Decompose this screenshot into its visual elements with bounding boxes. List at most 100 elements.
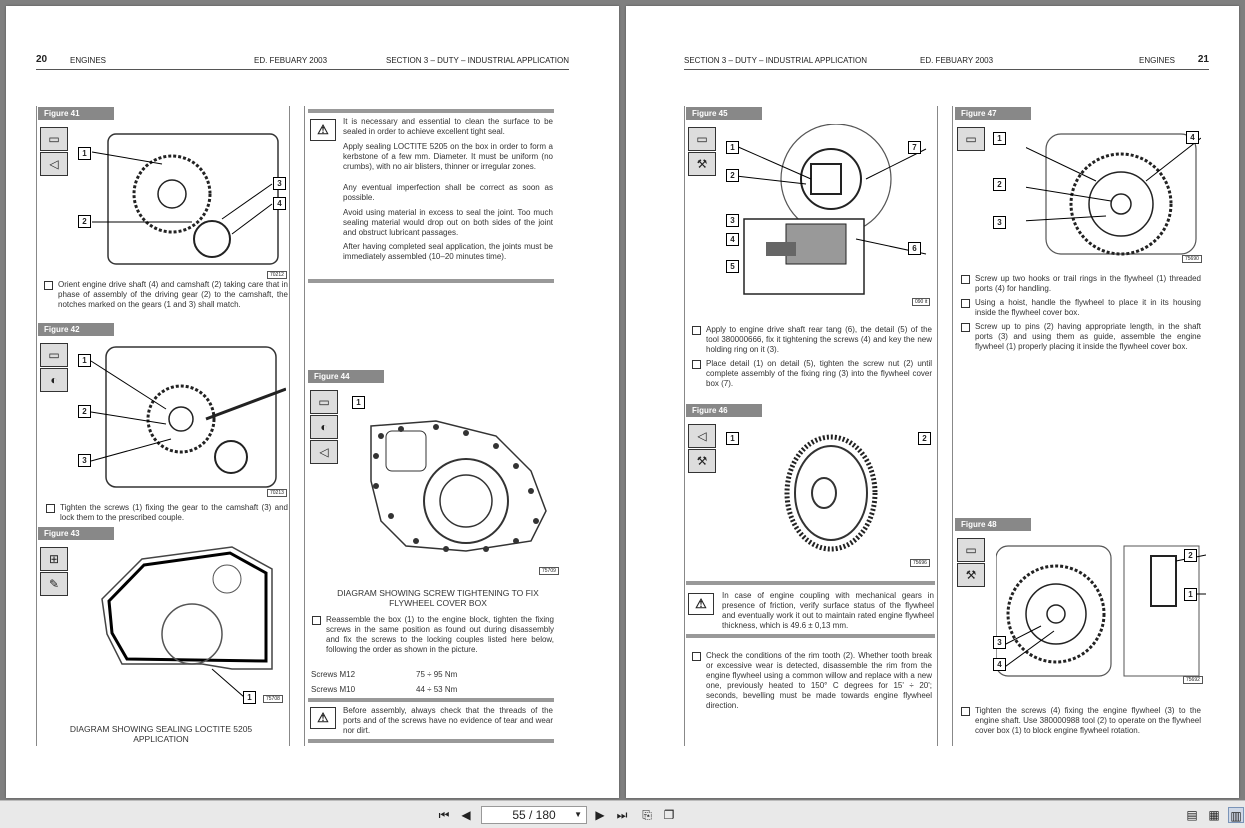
- warning-paragraph: Avoid using material in excess to seal t…: [343, 208, 553, 237]
- warning-icon: ⚠: [310, 707, 336, 729]
- header-edition: ED. FEBUARY 2003: [254, 56, 328, 65]
- figure-45-drawing: [735, 124, 927, 295]
- tool-icon: ⚒: [957, 563, 985, 587]
- callout-3: 3: [726, 214, 739, 227]
- figure-41-text: Orient engine drive shaft (4) and camsha…: [44, 280, 288, 309]
- continuous-icon[interactable]: ▦: [1208, 808, 1220, 822]
- callout-4: 4: [993, 658, 1006, 671]
- callout-2: 2: [1184, 549, 1197, 562]
- callout-1: 1: [78, 354, 91, 367]
- warning-paragraph: It is necessary and essential to clean t…: [343, 117, 553, 136]
- figure-47-text: Screw up two hooks or trail rings in the…: [961, 274, 1201, 293]
- warning-bar: [686, 581, 935, 585]
- callout-4: 4: [273, 197, 286, 210]
- prev-page-icon[interactable]: ◀: [461, 808, 471, 822]
- figure-48-label: Figure 48: [955, 518, 1031, 531]
- figure-45-text: Apply to engine drive shaft rear tang (6…: [692, 325, 932, 354]
- callout-1: 1: [78, 147, 91, 160]
- callout-2: 2: [78, 405, 91, 418]
- figure-47-label: Figure 47: [955, 107, 1031, 120]
- figure-47-drawing: [1026, 133, 1201, 256]
- column-rule: [684, 106, 685, 746]
- column-rule: [36, 106, 37, 746]
- figure-code: 75709: [539, 567, 559, 575]
- callout-3: 3: [993, 216, 1006, 229]
- chevron-down-icon: ▼: [574, 810, 582, 819]
- header-edition: ED. FEBUARY 2003: [920, 56, 994, 65]
- callout-2: 2: [918, 432, 931, 445]
- left-page: 20 ENGINES ED. FEBUARY 2003 SECTION 3 – …: [6, 6, 619, 798]
- figure-44-text: Reassemble the box (1) to the engine blo…: [312, 615, 554, 654]
- figure-code: 75708: [263, 695, 283, 703]
- figure-code: 70212: [267, 271, 287, 279]
- warning-bar: [308, 109, 554, 113]
- disassemble-icon: ▭: [310, 390, 338, 414]
- header-section: SECTION 3 – DUTY – INDUSTRIAL APPLICATIO…: [684, 56, 868, 65]
- disassemble-icon: ▭: [957, 538, 985, 562]
- right-page: SECTION 3 – DUTY – INDUSTRIAL APPLICATIO…: [626, 6, 1239, 798]
- warning-icon: ⚠: [310, 119, 336, 141]
- callout-3: 3: [993, 636, 1006, 649]
- torque-icon: ◐: [310, 415, 338, 439]
- warning-bar: [308, 739, 554, 743]
- figure-48-text: Tighten the screws (4) fixing the engine…: [961, 706, 1201, 735]
- column-rule: [937, 106, 938, 746]
- page-header: 20 ENGINES ED. FEBUARY 2003 SECTION 3 – …: [36, 50, 569, 70]
- warning-paragraph: Any eventual imperfection shall be corre…: [343, 183, 553, 202]
- warning-text: Before assembly, always check that the t…: [343, 706, 553, 735]
- callout-1: 1: [726, 432, 739, 445]
- apply-icon: ✎: [40, 572, 68, 596]
- figure-code: 75696: [910, 559, 930, 567]
- callout-6: 6: [908, 242, 921, 255]
- figure-code: 090 it: [912, 298, 931, 306]
- figure-46-drawing: [784, 434, 878, 552]
- warning-paragraph: Apply sealing LOCTITE 5205 on the box in…: [343, 142, 553, 171]
- figure-44-label: Figure 44: [308, 370, 384, 383]
- callout-1: 1: [726, 141, 739, 154]
- warning-icon: ⚠: [688, 593, 714, 615]
- callout-2: 2: [993, 178, 1006, 191]
- two-page-icon[interactable]: ▥: [1228, 807, 1244, 823]
- torque-spec-value: 44 ÷ 53 Nm: [416, 685, 458, 694]
- header-section-right: ENGINES: [1138, 56, 1175, 65]
- last-page-icon[interactable]: ⏭: [616, 808, 628, 822]
- warning-bar: [308, 698, 554, 702]
- rim-tooth-text: Check the conditions of the rim tooth (2…: [692, 651, 932, 710]
- column-rule: [289, 106, 290, 746]
- figure-42-text: Tighten the screws (1) fixing the gear t…: [46, 503, 288, 522]
- callout-4: 4: [726, 233, 739, 246]
- torque-icon: ◐: [40, 368, 68, 392]
- figure-42-label: Figure 42: [38, 323, 114, 336]
- torque-spec-name: Screws M12: [311, 670, 356, 679]
- page-number: 20: [36, 54, 48, 65]
- callout-1: 1: [993, 132, 1006, 145]
- figure-41-drawing: [91, 133, 279, 265]
- fit-icon[interactable]: ❐: [663, 808, 675, 822]
- figure-42-drawing: [90, 346, 286, 488]
- align-icon: ◁: [688, 424, 716, 448]
- single-page-icon[interactable]: ▤: [1186, 808, 1198, 822]
- rotate-icon[interactable]: ⎘: [642, 808, 652, 822]
- callout-1: 1: [1184, 588, 1197, 601]
- figure-code: 75690: [1182, 255, 1202, 263]
- disassemble-icon: ▭: [40, 127, 68, 151]
- page-select[interactable]: 55 / 180 ▼: [481, 806, 587, 824]
- figure-43-caption: DIAGRAM SHOWING SEALING LOCTITE 5205 APP…: [69, 724, 253, 744]
- warning-paragraph: After having completed seal application,…: [343, 242, 553, 261]
- torque-spec-value: 75 ÷ 95 Nm: [416, 670, 458, 679]
- callout-5: 5: [726, 260, 739, 273]
- sealant-icon: ⊞: [40, 547, 68, 571]
- disassemble-icon: ▭: [40, 343, 68, 367]
- figure-46-label: Figure 46: [686, 404, 762, 417]
- figure-47-text: Using a hoist, handle the flywheel to pl…: [961, 298, 1201, 317]
- callout-2: 2: [78, 215, 91, 228]
- first-page-icon[interactable]: ⏮: [438, 808, 450, 822]
- next-page-icon[interactable]: ▶: [595, 808, 605, 822]
- header-section: ENGINES: [70, 56, 107, 65]
- figure-43-label: Figure 43: [38, 527, 114, 540]
- document-viewer: 20 ENGINES ED. FEBUARY 2003 SECTION 3 – …: [0, 0, 1245, 800]
- viewer-toolbar: ⏮ ◀ 55 / 180 ▼ ▶ ⏭ ⎘ ❐ ▤ ▦ ▥: [0, 800, 1245, 828]
- callout-2: 2: [726, 169, 739, 182]
- figure-47-text: Screw up to pins (2) having appropriate …: [961, 322, 1201, 351]
- callout-1: 1: [352, 396, 365, 409]
